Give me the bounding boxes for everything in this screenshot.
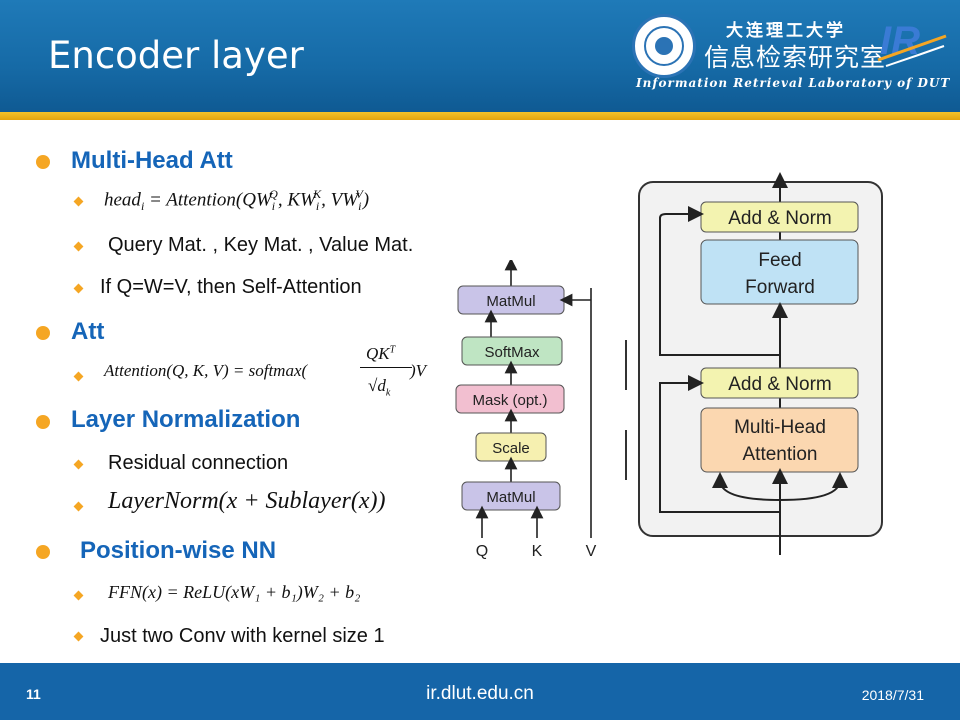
text-query-key-value: Query Mat. , Key Mat. , Value Mat.	[108, 234, 414, 256]
header-accent-bar	[0, 112, 960, 120]
page-number: 11	[26, 686, 41, 702]
bullet-diamond	[73, 590, 84, 601]
heading-position-wise-nn: Position-wise NN	[80, 537, 277, 564]
multi-head-label-line2: Attention	[743, 444, 818, 465]
scale-label: Scale	[492, 440, 530, 457]
slide-title: Encoder layer	[48, 34, 304, 77]
feed-forward-label-line2: Forward	[745, 277, 815, 298]
matmul-bottom-label: MatMul	[486, 489, 535, 506]
encoder-frame	[638, 181, 883, 537]
encoder-diagram: Add & Norm Feed Forward Add & Norm Multi…	[625, 172, 883, 555]
matmul-top-label: MatMul	[486, 293, 535, 310]
bullet-dot	[36, 326, 50, 340]
fraction-bar	[360, 367, 412, 368]
bullet-dot	[36, 155, 50, 169]
formula-attention-fraction: QKT	[366, 344, 396, 363]
multi-head-label-line1: Multi-Head	[734, 417, 826, 438]
footer-url: ir.dlut.edu.cn	[426, 683, 534, 704]
university-seal-icon	[632, 14, 696, 78]
bullet-diamond	[73, 371, 84, 382]
matmul-bottom-block	[461, 481, 561, 511]
feed-forward-label-line1: Feed	[758, 250, 801, 271]
text-conv-kernel: Just two Conv with kernel size 1	[100, 625, 385, 647]
formula-ffn: FFN(x) = ReLU(xW₁ + b₁)W₂ + b₂	[108, 582, 361, 602]
text-self-attention: If Q=W=V, then Self-Attention	[100, 276, 362, 298]
input-k-label: K	[532, 543, 543, 560]
formula-layernorm: LayerNorm(x + Sublayer(x))	[108, 488, 386, 514]
bullet-diamond	[73, 241, 84, 252]
formula-head: headi = Attention(QWiQ, KWiK, VWiV)	[104, 187, 370, 214]
input-q-label: Q	[476, 543, 488, 560]
add-norm-bottom-label: Add & Norm	[728, 374, 831, 395]
bullet-diamond	[73, 501, 84, 512]
university-name: 大连理工大学	[726, 21, 846, 41]
footer-date: 2018/7/31	[861, 687, 924, 703]
lab-name-cn: 信息检索研究室	[704, 43, 887, 72]
bullet-diamond	[73, 631, 84, 642]
lab-name-en: Information Retrieval Laboratory of DUT	[636, 76, 951, 90]
bullet-dot	[36, 415, 50, 429]
formula-attention: Attention(Q, K, V) = softmax(	[104, 361, 308, 380]
attention-diagram: MatMul SoftMax Mask (opt.) Scale MatMul …	[455, 260, 597, 560]
bullet-dot	[36, 545, 50, 559]
formula-attention-denominator: √dk	[368, 376, 391, 399]
bullet-diamond	[73, 459, 84, 470]
header-banner	[0, 0, 960, 112]
bullet-diamond	[73, 196, 84, 207]
heading-multi-head-att: Multi-Head Att	[71, 147, 233, 174]
footer-bar	[0, 663, 960, 720]
bullet-diamond	[73, 283, 84, 294]
mask-label: Mask (opt.)	[472, 392, 547, 409]
ir-logo-icon: IR	[877, 19, 947, 67]
heading-att: Att	[71, 318, 105, 345]
input-v-label: V	[586, 543, 597, 560]
heading-layer-normalization: Layer Normalization	[71, 406, 301, 433]
text-residual-connection: Residual connection	[108, 452, 289, 474]
formula-attention-tail: )V	[410, 361, 427, 380]
add-norm-top-label: Add & Norm	[728, 208, 831, 229]
softmax-label: SoftMax	[484, 344, 540, 361]
